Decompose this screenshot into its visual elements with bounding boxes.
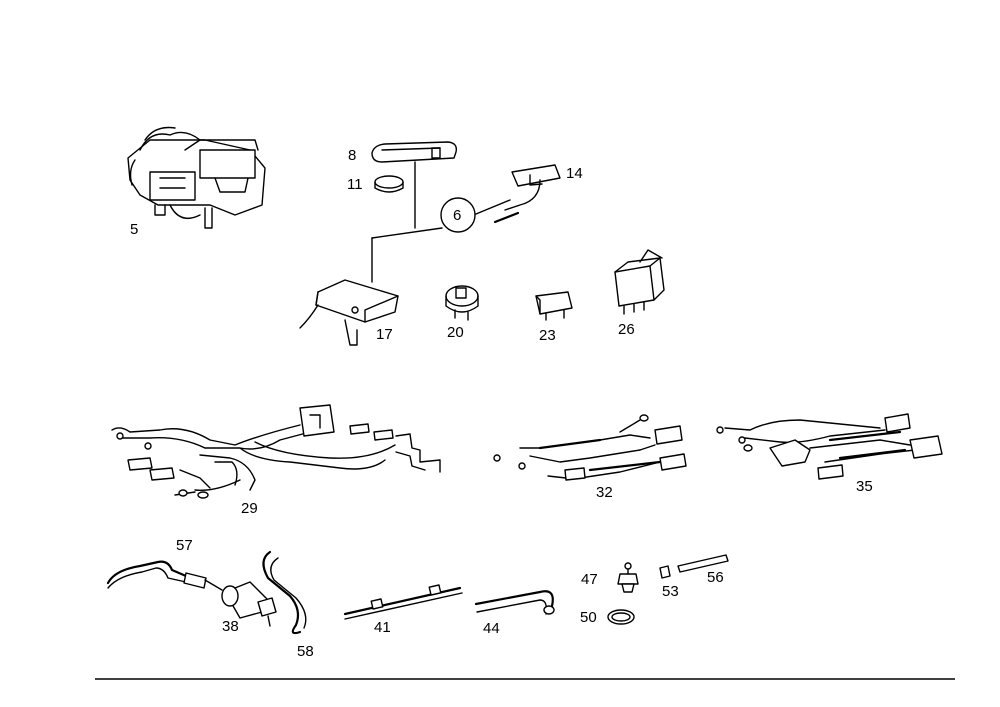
part-label-47: 47	[581, 571, 598, 588]
part-50-seal-ring	[607, 609, 635, 625]
part-label-29: 29	[241, 500, 258, 517]
part-35-wiring-harness	[716, 413, 943, 480]
part-label-58: 58	[297, 643, 314, 660]
part-label-6: 6	[453, 207, 461, 224]
part-29-wiring-harness	[111, 404, 441, 499]
part-5-relay-box	[127, 126, 266, 229]
part-14-sensor	[493, 164, 561, 224]
part-label-11: 11	[347, 176, 363, 193]
part-47-valve	[617, 562, 639, 593]
part-44-hose	[474, 590, 555, 615]
part-label-35: 35	[856, 478, 873, 495]
part-label-57: 57	[176, 537, 193, 554]
part-label-14: 14	[566, 165, 583, 182]
part-57-hose	[106, 560, 207, 589]
part-32-wiring-harness	[493, 414, 687, 481]
part-20-round-switch	[445, 285, 479, 321]
part-label-32: 32	[596, 484, 613, 501]
part-38-fuel-pump	[204, 579, 277, 627]
part-53-cap	[659, 565, 671, 579]
part-56-tube	[677, 554, 729, 573]
part-41-fuel-line	[343, 584, 463, 620]
part-label-8: 8	[348, 147, 356, 164]
part-label-53: 53	[662, 583, 679, 600]
part-label-44: 44	[483, 620, 500, 637]
part-label-50: 50	[580, 609, 597, 626]
part-label-5: 5	[130, 221, 138, 238]
connector-lines	[371, 161, 511, 283]
part-label-56: 56	[707, 569, 724, 586]
part-label-17: 17	[376, 326, 393, 343]
part-label-38: 38	[222, 618, 239, 635]
part-11-ring	[374, 175, 404, 193]
part-label-20: 20	[447, 324, 464, 341]
part-label-41: 41	[374, 619, 391, 636]
part-label-26: 26	[618, 321, 635, 338]
part-6-callout-circle	[440, 197, 476, 233]
part-label-23: 23	[539, 327, 556, 344]
part-23-relay	[535, 291, 573, 321]
part-58-hose	[262, 550, 307, 635]
part-26-relay-bracket	[614, 249, 665, 315]
part-17-control-unit	[299, 279, 399, 346]
part-8-sensor-housing	[371, 141, 458, 163]
